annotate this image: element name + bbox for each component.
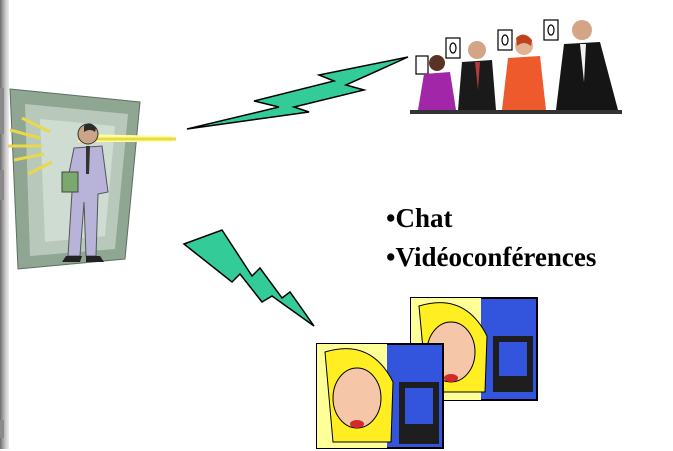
lightning-bolt-icon (182, 228, 322, 328)
bullet-list: •Chat •Vidéoconférences (386, 199, 596, 277)
audience-panel-icon (404, 10, 629, 120)
bullet-videoconferences: •Vidéoconférences (386, 242, 597, 272)
edge-mark (0, 88, 4, 134)
bullet-chat: •Chat (386, 203, 453, 233)
lightning-bolt-icon (184, 55, 414, 135)
edge-mark (0, 170, 4, 200)
videoconference-woman-icon (315, 296, 540, 451)
spotlight-man-icon (0, 84, 185, 274)
left-edge-decoration (0, 0, 9, 449)
edge-mark (0, 420, 4, 438)
